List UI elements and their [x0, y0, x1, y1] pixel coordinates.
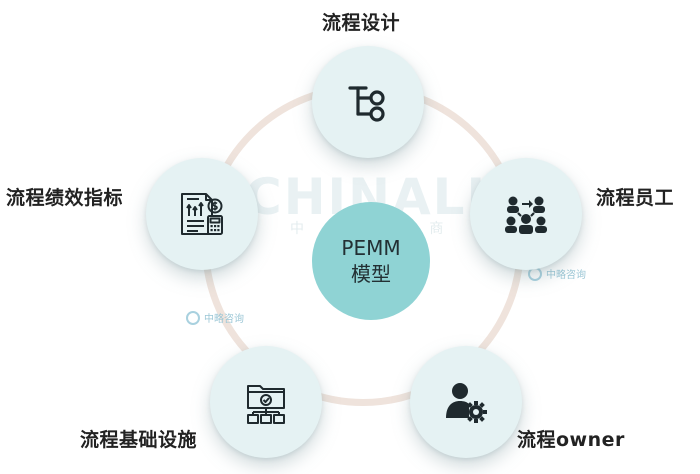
- employees-network-icon: [505, 196, 547, 234]
- center-subtitle: 模型: [351, 262, 391, 286]
- watermark-logo-left: 中略咨询: [186, 310, 244, 325]
- node-process-kpi: [146, 158, 258, 270]
- performance-report-icon: [181, 193, 223, 235]
- folder-infrastructure-icon: [247, 385, 285, 424]
- label-process-design: 流程设计: [322, 12, 401, 34]
- watermark-logo-text: 中略咨询: [546, 270, 586, 281]
- node-process-design: [312, 46, 424, 158]
- label-process-owner: 流程owner: [517, 429, 625, 451]
- node-process-infrastructure: [210, 346, 322, 458]
- center-node: PEMM 模型: [312, 202, 430, 320]
- logo-icon: [186, 310, 200, 325]
- process-design-icon: [348, 86, 385, 122]
- owner-gear-icon: [446, 383, 487, 423]
- label-process-infrastructure: 流程基础设施: [80, 429, 198, 451]
- label-process-kpi: 流程绩效指标: [6, 187, 124, 209]
- label-process-employees: 流程员工: [596, 187, 675, 209]
- center-title: PEMM: [341, 236, 401, 260]
- node-process-employees: [470, 158, 582, 270]
- node-process-owner: [410, 346, 522, 458]
- watermark-logo-text: 中略咨询: [204, 314, 244, 325]
